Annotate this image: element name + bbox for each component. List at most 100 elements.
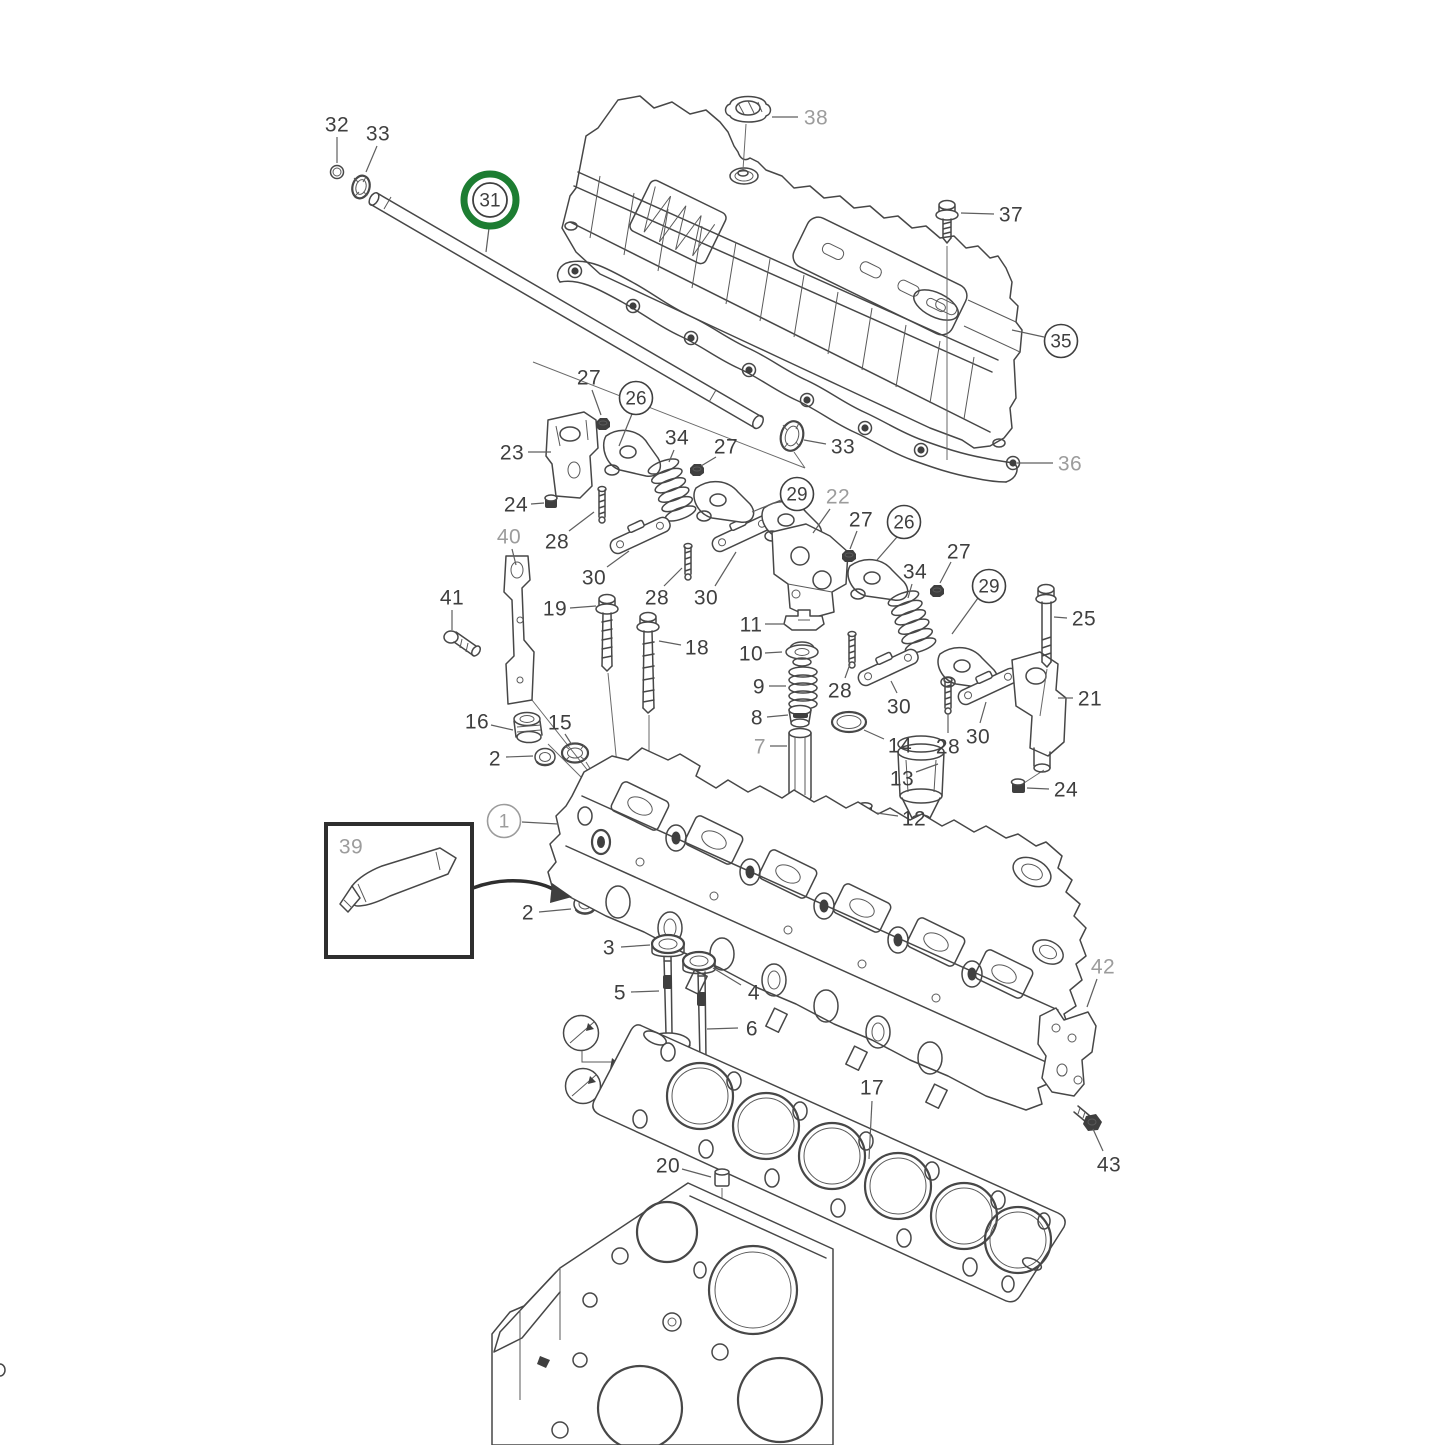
part-number-label: 32	[325, 114, 349, 137]
part-callout-circled-1: 1	[486, 803, 559, 839]
part-callout-36: 36	[1017, 453, 1082, 476]
part-number-label: 17	[860, 1077, 884, 1100]
adjusting-screw-3	[847, 630, 857, 669]
callout-circle	[886, 504, 922, 540]
part-callout-30: 30	[694, 551, 737, 610]
pedestal-bolt	[1035, 583, 1057, 717]
part-number-label: 31	[479, 191, 500, 212]
part-callout-9: 9	[753, 676, 786, 699]
part-number-label: 35	[1050, 332, 1071, 353]
part-callout-6: 6	[706, 1018, 758, 1041]
part-callout-28: 28	[828, 663, 852, 703]
callout-leader-line	[960, 212, 995, 215]
part-number-label: 29	[786, 485, 807, 506]
part-number-label: 2	[522, 902, 534, 925]
callout-leader-line	[681, 1168, 712, 1178]
callout-circle	[779, 476, 815, 512]
part-number-label: 23	[500, 442, 524, 465]
part-callout-20: 20	[656, 1155, 712, 1178]
part-callout-32: 32	[325, 114, 349, 163]
shaft-seal-right	[779, 420, 805, 452]
callout-leader-line	[844, 663, 851, 679]
callout-leader-line	[812, 508, 831, 534]
part-number-label: 4	[748, 982, 760, 1005]
callout-leader-line	[365, 145, 378, 173]
cylinder-head	[547, 747, 1087, 1111]
bracket-pin	[443, 630, 482, 657]
callout-leader-line	[564, 733, 573, 746]
part-callout-7: 7	[754, 736, 787, 759]
part-number-label: 33	[831, 436, 855, 459]
callout-leader-line	[764, 651, 783, 654]
part-callout-13: 13	[890, 763, 939, 791]
part-number-label: 27	[577, 367, 601, 390]
part-number-label: 36	[1058, 453, 1082, 476]
part-number-label: 34	[903, 561, 927, 584]
shaft-seal-left	[351, 174, 371, 200]
part-callout-circled-31: 31	[460, 170, 520, 253]
part-callout-25: 25	[1053, 608, 1096, 631]
callout-leader-line	[620, 944, 651, 948]
part-number-label: 24	[504, 494, 528, 517]
part-number-label: 18	[685, 637, 709, 660]
injector-o-ring	[830, 710, 868, 734]
part-number-label: 43	[1097, 1154, 1121, 1177]
adjuster-nut-3	[842, 550, 856, 562]
part-callout-30: 30	[887, 680, 911, 719]
part-callout-19: 19	[543, 598, 597, 621]
valve-spring-center	[788, 666, 818, 710]
part-number-label: 42	[1091, 956, 1115, 979]
callout-leader-line	[1092, 1128, 1104, 1152]
callout-leader-line	[485, 227, 490, 253]
part-number-label: 1	[499, 812, 510, 833]
part-callout-18: 18	[658, 637, 709, 660]
threaded-plug	[513, 711, 543, 744]
part-callout-16: 16	[465, 711, 514, 734]
oil-filler-cap	[724, 95, 772, 177]
callout-leader-line	[1011, 329, 1045, 338]
adjusting-screw-2	[683, 542, 693, 581]
part-callout-2: 2	[522, 902, 572, 925]
part-callout-28: 28	[545, 511, 595, 554]
callout-leader-line	[712, 967, 742, 986]
callout-circle	[618, 380, 654, 416]
part-callout-33: 33	[803, 436, 855, 459]
engine-block	[0, 1182, 834, 1445]
callout-circle	[486, 803, 522, 839]
adjusting-screw-1	[597, 485, 607, 524]
callout-leader-line	[849, 530, 858, 550]
rocker-arm-exhaust-rear	[847, 558, 909, 601]
callout-leader-line	[490, 724, 514, 731]
part-number-label: 15	[548, 712, 572, 735]
part-number-label: 30	[966, 726, 990, 749]
part-callout-circled-26: 26	[618, 380, 654, 447]
part-callout-circled-26: 26	[876, 504, 922, 561]
valve-angle-callout	[562, 1014, 624, 1105]
part-number-label: 13	[890, 768, 914, 791]
callout-leader-line	[939, 561, 952, 584]
part-number-label: 25	[1072, 608, 1096, 631]
part-number-label: 27	[849, 509, 873, 532]
part-callout-39: 39	[339, 836, 363, 859]
part-callout-27: 27	[939, 541, 971, 584]
part-callout-37: 37	[960, 204, 1023, 227]
shaft-retaining-ring	[329, 164, 345, 180]
shaft-pedestal-center	[771, 523, 849, 619]
callout-leader-line	[618, 413, 633, 447]
part-callout-circled-29: 29	[751, 476, 815, 513]
part-number-label: 12	[902, 808, 926, 831]
part-number-label: 24	[1054, 779, 1078, 802]
valve-bridge-2	[711, 514, 773, 553]
part-callout-21: 21	[1058, 688, 1102, 711]
part-callout-24: 24	[1026, 779, 1078, 802]
part-number-label: 19	[543, 598, 567, 621]
callout-leader-line	[1053, 616, 1068, 619]
part-callout-30: 30	[966, 701, 990, 749]
sealant-tube	[339, 847, 457, 913]
cover-screw	[935, 199, 959, 460]
part-number-label: 38	[804, 107, 828, 130]
part-number-label: 27	[947, 541, 971, 564]
part-number-label: 33	[366, 123, 390, 146]
